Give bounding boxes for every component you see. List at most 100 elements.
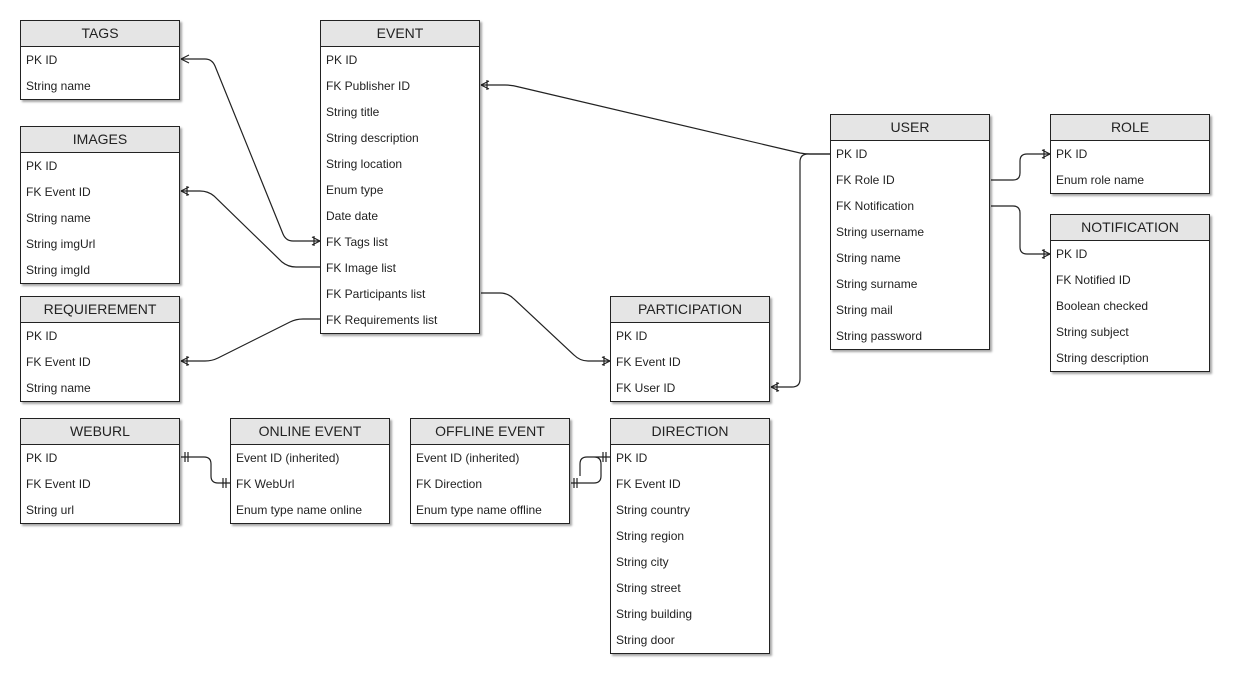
- connector-event-participation: [481, 292, 610, 362]
- field-row: String location: [326, 157, 403, 171]
- field-row: String city: [616, 555, 669, 569]
- connector-tags-event: [181, 58, 320, 242]
- field-row: String description: [1056, 351, 1149, 365]
- crowfoot-event-tags: [311, 236, 321, 246]
- field-row: FK Event ID: [616, 355, 681, 369]
- entity-online-event[interactable]: ONLINE EVENT Event ID (inherited) FK Web…: [230, 418, 390, 524]
- connector-user-notification: [991, 205, 1050, 255]
- field-row: String mail: [836, 303, 893, 317]
- field-row: PK ID: [1056, 247, 1088, 261]
- entity-title: EVENT: [321, 21, 479, 47]
- entity-title: WEBURL: [21, 419, 179, 445]
- field-row: String subject: [1056, 325, 1129, 339]
- field-row: String imgId: [26, 263, 91, 277]
- field-row: PK ID: [26, 451, 58, 465]
- field-row: String country: [616, 503, 691, 517]
- entity-event[interactable]: EVENT PK ID FK Publisher ID String title…: [320, 20, 480, 334]
- entity-title: USER: [831, 115, 989, 141]
- field-row: Date date: [326, 209, 379, 223]
- crowfoot-event-publisher: [480, 80, 490, 90]
- field-row: FK Direction: [416, 477, 483, 491]
- connector-participation-user: [771, 153, 830, 388]
- field-row: FK Publisher ID: [326, 79, 411, 93]
- entity-title: NOTIFICATION: [1051, 215, 1209, 241]
- field-row: PK ID: [26, 53, 58, 67]
- entity-notification[interactable]: NOTIFICATION PK ID FK Notified ID Boolea…: [1050, 214, 1210, 372]
- connector-event-user: [481, 84, 830, 155]
- field-row: FK WebUrl: [236, 477, 295, 491]
- field-row: String imgUrl: [26, 237, 96, 251]
- field-row: PK ID: [836, 147, 868, 161]
- connector-requirement-event: [181, 318, 320, 362]
- entity-direction[interactable]: DIRECTION PK ID FK Event ID String count…: [610, 418, 770, 654]
- entity-user[interactable]: USER PK ID FK Role ID FK Notification St…: [830, 114, 990, 350]
- entity-images[interactable]: IMAGES PK ID FK Event ID String name Str…: [20, 126, 180, 284]
- entity-title: DIRECTION: [611, 419, 769, 445]
- entity-weburl[interactable]: WEBURL PK ID FK Event ID String url: [20, 418, 180, 524]
- field-row: FK Event ID: [26, 185, 91, 199]
- field-row: FK Event ID: [26, 355, 91, 369]
- crowfoot-notification: [1041, 249, 1051, 259]
- field-row: FK Event ID: [616, 477, 681, 491]
- entity-title: PARTICIPATION: [611, 297, 769, 323]
- entity-role[interactable]: ROLE PK ID Enum role name: [1050, 114, 1210, 194]
- field-row: PK ID: [616, 329, 648, 343]
- crowfoot-images: [180, 186, 190, 196]
- field-row: FK Image list: [326, 261, 397, 275]
- tick-weburl: [184, 452, 189, 462]
- field-row: FK Participants list: [326, 287, 426, 301]
- field-row: FK Event ID: [26, 477, 91, 491]
- field-row: PK ID: [26, 159, 58, 173]
- field-row: String name: [26, 79, 91, 93]
- field-row: Enum role name: [1056, 173, 1145, 187]
- entity-tags[interactable]: TAGS PK ID String name: [20, 20, 180, 100]
- field-row: String region: [616, 529, 685, 543]
- tick-offline: [573, 478, 578, 488]
- field-row: FK Notification: [836, 199, 915, 213]
- field-row: PK ID: [1056, 147, 1088, 161]
- field-row: Enum type name online: [236, 503, 363, 517]
- field-row: String title: [326, 105, 380, 119]
- connector-user-role: [991, 153, 1050, 181]
- field-row: Enum type name offline: [416, 503, 542, 517]
- field-row: FK Tags list: [326, 235, 388, 249]
- field-row: PK ID: [26, 329, 58, 343]
- connector-images-event: [181, 190, 320, 268]
- field-row: String door: [616, 633, 675, 647]
- entity-title: REQUIEREMENT: [21, 297, 179, 323]
- field-row: String url: [26, 503, 75, 517]
- field-row: PK ID: [616, 451, 648, 465]
- field-row: PK ID: [326, 53, 358, 67]
- field-row: FK Role ID: [836, 173, 895, 187]
- entity-title: ONLINE EVENT: [231, 419, 389, 445]
- field-row: String name: [26, 381, 91, 395]
- field-row: String name: [836, 251, 901, 265]
- crowfoot-participation-event: [601, 356, 611, 366]
- crowfoot-tags: [180, 54, 190, 64]
- entity-title: ROLE: [1051, 115, 1209, 141]
- field-row: Boolean checked: [1056, 299, 1149, 313]
- field-row: FK Notified ID: [1056, 273, 1131, 287]
- field-row: String street: [616, 581, 681, 595]
- field-row: Enum type: [326, 183, 384, 197]
- connector-weburl-online: [181, 456, 230, 484]
- field-row: Event ID (inherited): [236, 451, 340, 465]
- crowfoot-role: [1041, 149, 1051, 159]
- entity-title: IMAGES: [21, 127, 179, 153]
- field-row: String username: [836, 225, 925, 239]
- entity-offline-event[interactable]: OFFLINE EVENT Event ID (inherited) FK Di…: [410, 418, 570, 524]
- field-row: String description: [326, 131, 419, 145]
- field-row: FK User ID: [616, 381, 676, 395]
- field-row: String surname: [836, 277, 918, 291]
- field-row: String building: [616, 607, 693, 621]
- field-row: String name: [26, 211, 91, 225]
- crowfoot-requirement: [180, 356, 190, 366]
- entity-requirement[interactable]: REQUIEREMENT PK ID FK Event ID String na…: [20, 296, 180, 402]
- entity-participation[interactable]: PARTICIPATION PK ID FK Event ID FK User …: [610, 296, 770, 402]
- field-row: String password: [836, 329, 923, 343]
- entity-title: TAGS: [21, 21, 179, 47]
- tick-direction: [602, 452, 607, 462]
- entity-title: OFFLINE EVENT: [411, 419, 569, 445]
- tick-online: [222, 478, 227, 488]
